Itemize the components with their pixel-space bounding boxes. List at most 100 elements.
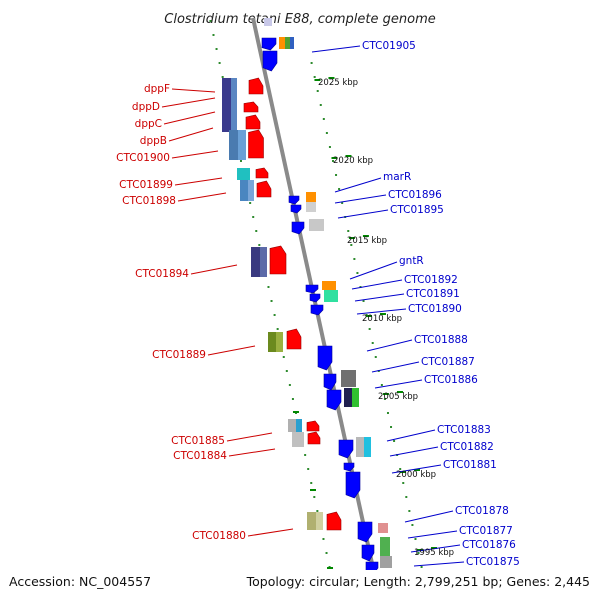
cog-color-block bbox=[240, 180, 248, 201]
forward-strand-arrow bbox=[291, 221, 305, 235]
gene-label[interactable]: CTC01884 bbox=[173, 450, 227, 462]
forward-strand-arrow bbox=[261, 37, 277, 51]
label-leader bbox=[163, 111, 216, 125]
label-leader bbox=[374, 379, 423, 389]
ring-dot bbox=[270, 300, 273, 302]
gene-label[interactable]: CTC01898 bbox=[122, 195, 176, 207]
gene-label[interactable]: CTC01887 bbox=[421, 356, 475, 368]
gene-label[interactable]: marR bbox=[383, 171, 411, 183]
ring-dot bbox=[408, 510, 411, 512]
ring-dot bbox=[316, 510, 319, 512]
cog-color-block bbox=[285, 37, 290, 49]
label-leader bbox=[351, 279, 403, 290]
gene-label[interactable]: CTC01876 bbox=[462, 539, 516, 551]
ring-dot bbox=[310, 482, 313, 484]
ring-dot bbox=[249, 202, 252, 204]
gene-label[interactable]: CTC01899 bbox=[119, 179, 173, 191]
label-leader bbox=[226, 432, 273, 442]
gene-label[interactable]: CTC01905 bbox=[362, 40, 416, 52]
footer-band bbox=[0, 570, 600, 600]
ring-dot bbox=[356, 272, 359, 274]
cog-color-block bbox=[380, 537, 390, 557]
gene-label[interactable]: dppF bbox=[144, 83, 170, 95]
forward-strand-arrow bbox=[309, 293, 321, 303]
reverse-strand-arrow bbox=[245, 114, 261, 130]
ring-dot bbox=[417, 552, 420, 554]
cog-color-block bbox=[306, 192, 316, 202]
gene-label[interactable]: CTC01889 bbox=[152, 349, 206, 361]
label-leader bbox=[247, 528, 294, 537]
gene-label[interactable]: CTC01885 bbox=[171, 435, 225, 447]
cog-color-block bbox=[222, 78, 231, 132]
ring-dot bbox=[252, 216, 255, 218]
ring-dot bbox=[304, 454, 307, 456]
gene-label[interactable]: CTC01895 bbox=[390, 204, 444, 216]
gene-label[interactable]: gntR bbox=[399, 255, 424, 267]
label-leader bbox=[311, 45, 361, 53]
gene-label[interactable]: CTC01886 bbox=[424, 374, 478, 386]
ring-dot bbox=[335, 174, 338, 176]
label-leader bbox=[168, 127, 214, 142]
label-leader bbox=[407, 530, 458, 539]
left-gene-labels: dppF dppD dppC dppB CTC01900 CTC01899 CT… bbox=[116, 83, 246, 542]
forward-strand-arrow bbox=[357, 521, 373, 543]
gene-label[interactable]: CTC01888 bbox=[414, 334, 468, 346]
label-leader bbox=[190, 264, 238, 275]
ring-dot bbox=[362, 300, 365, 302]
label-leader bbox=[177, 192, 227, 202]
gene-label[interactable]: CTC01891 bbox=[406, 288, 460, 300]
label-leader bbox=[228, 448, 276, 457]
gene-label[interactable]: CTC01878 bbox=[455, 505, 509, 517]
cog-color-block bbox=[260, 247, 267, 277]
tick-labels: 2025 kbp 2020 kbp 2015 kbp 2010 kbp 2005… bbox=[318, 78, 454, 558]
topology-text: Topology: circular; Length: 2,799,251 bp… bbox=[246, 574, 590, 589]
label-leader bbox=[410, 544, 461, 553]
gene-label[interactable]: CTC01877 bbox=[459, 525, 513, 537]
gene-label[interactable]: CTC01881 bbox=[443, 459, 497, 471]
label-leader bbox=[207, 345, 256, 356]
tick-label: 2020 kbp bbox=[333, 156, 373, 166]
ring-dot bbox=[328, 146, 331, 148]
label-leader bbox=[356, 308, 407, 315]
partial-feature bbox=[264, 18, 272, 26]
right-gene-labels: CTC01905 marR CTC01896 CTC01895 gntR CTC… bbox=[362, 40, 520, 568]
cog-color-block bbox=[341, 370, 356, 387]
forward-strand-arrow bbox=[305, 284, 319, 294]
gene-label[interactable]: dppD bbox=[132, 101, 160, 113]
gene-label[interactable]: CTC01892 bbox=[404, 274, 458, 286]
gene-label[interactable]: CTC01875 bbox=[466, 556, 520, 568]
cog-color-block bbox=[364, 437, 371, 457]
ring-dot bbox=[371, 342, 374, 344]
cog-color-block bbox=[309, 219, 324, 231]
gene-label[interactable]: CTC01883 bbox=[437, 424, 491, 436]
ring-dot bbox=[255, 230, 258, 232]
gene-label[interactable]: dppB bbox=[140, 135, 167, 147]
ring-dot bbox=[258, 244, 261, 246]
ring-dot bbox=[316, 90, 319, 92]
gene-label[interactable]: CTC01894 bbox=[135, 268, 189, 280]
gene-label[interactable]: CTC01882 bbox=[440, 441, 494, 453]
ring-dot bbox=[322, 538, 325, 540]
ring-dot bbox=[288, 384, 291, 386]
ring-dot bbox=[374, 356, 377, 358]
gene-label[interactable]: CTC01896 bbox=[388, 189, 442, 201]
label-leader bbox=[389, 446, 439, 457]
forward-strand-arrow bbox=[317, 345, 333, 371]
ring-dot bbox=[402, 482, 405, 484]
gene-label[interactable]: dppC bbox=[135, 118, 162, 130]
cog-color-block bbox=[324, 290, 338, 302]
ring-dot bbox=[383, 398, 386, 400]
map-title: Clostridium tetani E88, complete genome bbox=[164, 12, 436, 27]
cog-color-block bbox=[238, 130, 246, 160]
ring-dot bbox=[341, 202, 344, 204]
ring-dot bbox=[273, 314, 276, 316]
gene-label[interactable]: CTC01900 bbox=[116, 152, 170, 164]
cog-color-block bbox=[229, 130, 238, 160]
forward-strand-arrow bbox=[262, 50, 278, 72]
cog-color-block bbox=[248, 180, 254, 201]
reverse-strand-arrow bbox=[307, 431, 321, 445]
gene-label[interactable]: CTC01890 bbox=[408, 303, 462, 315]
gene-label[interactable]: CTC01880 bbox=[192, 530, 246, 542]
tick-label: 2005 kbp bbox=[378, 392, 418, 402]
